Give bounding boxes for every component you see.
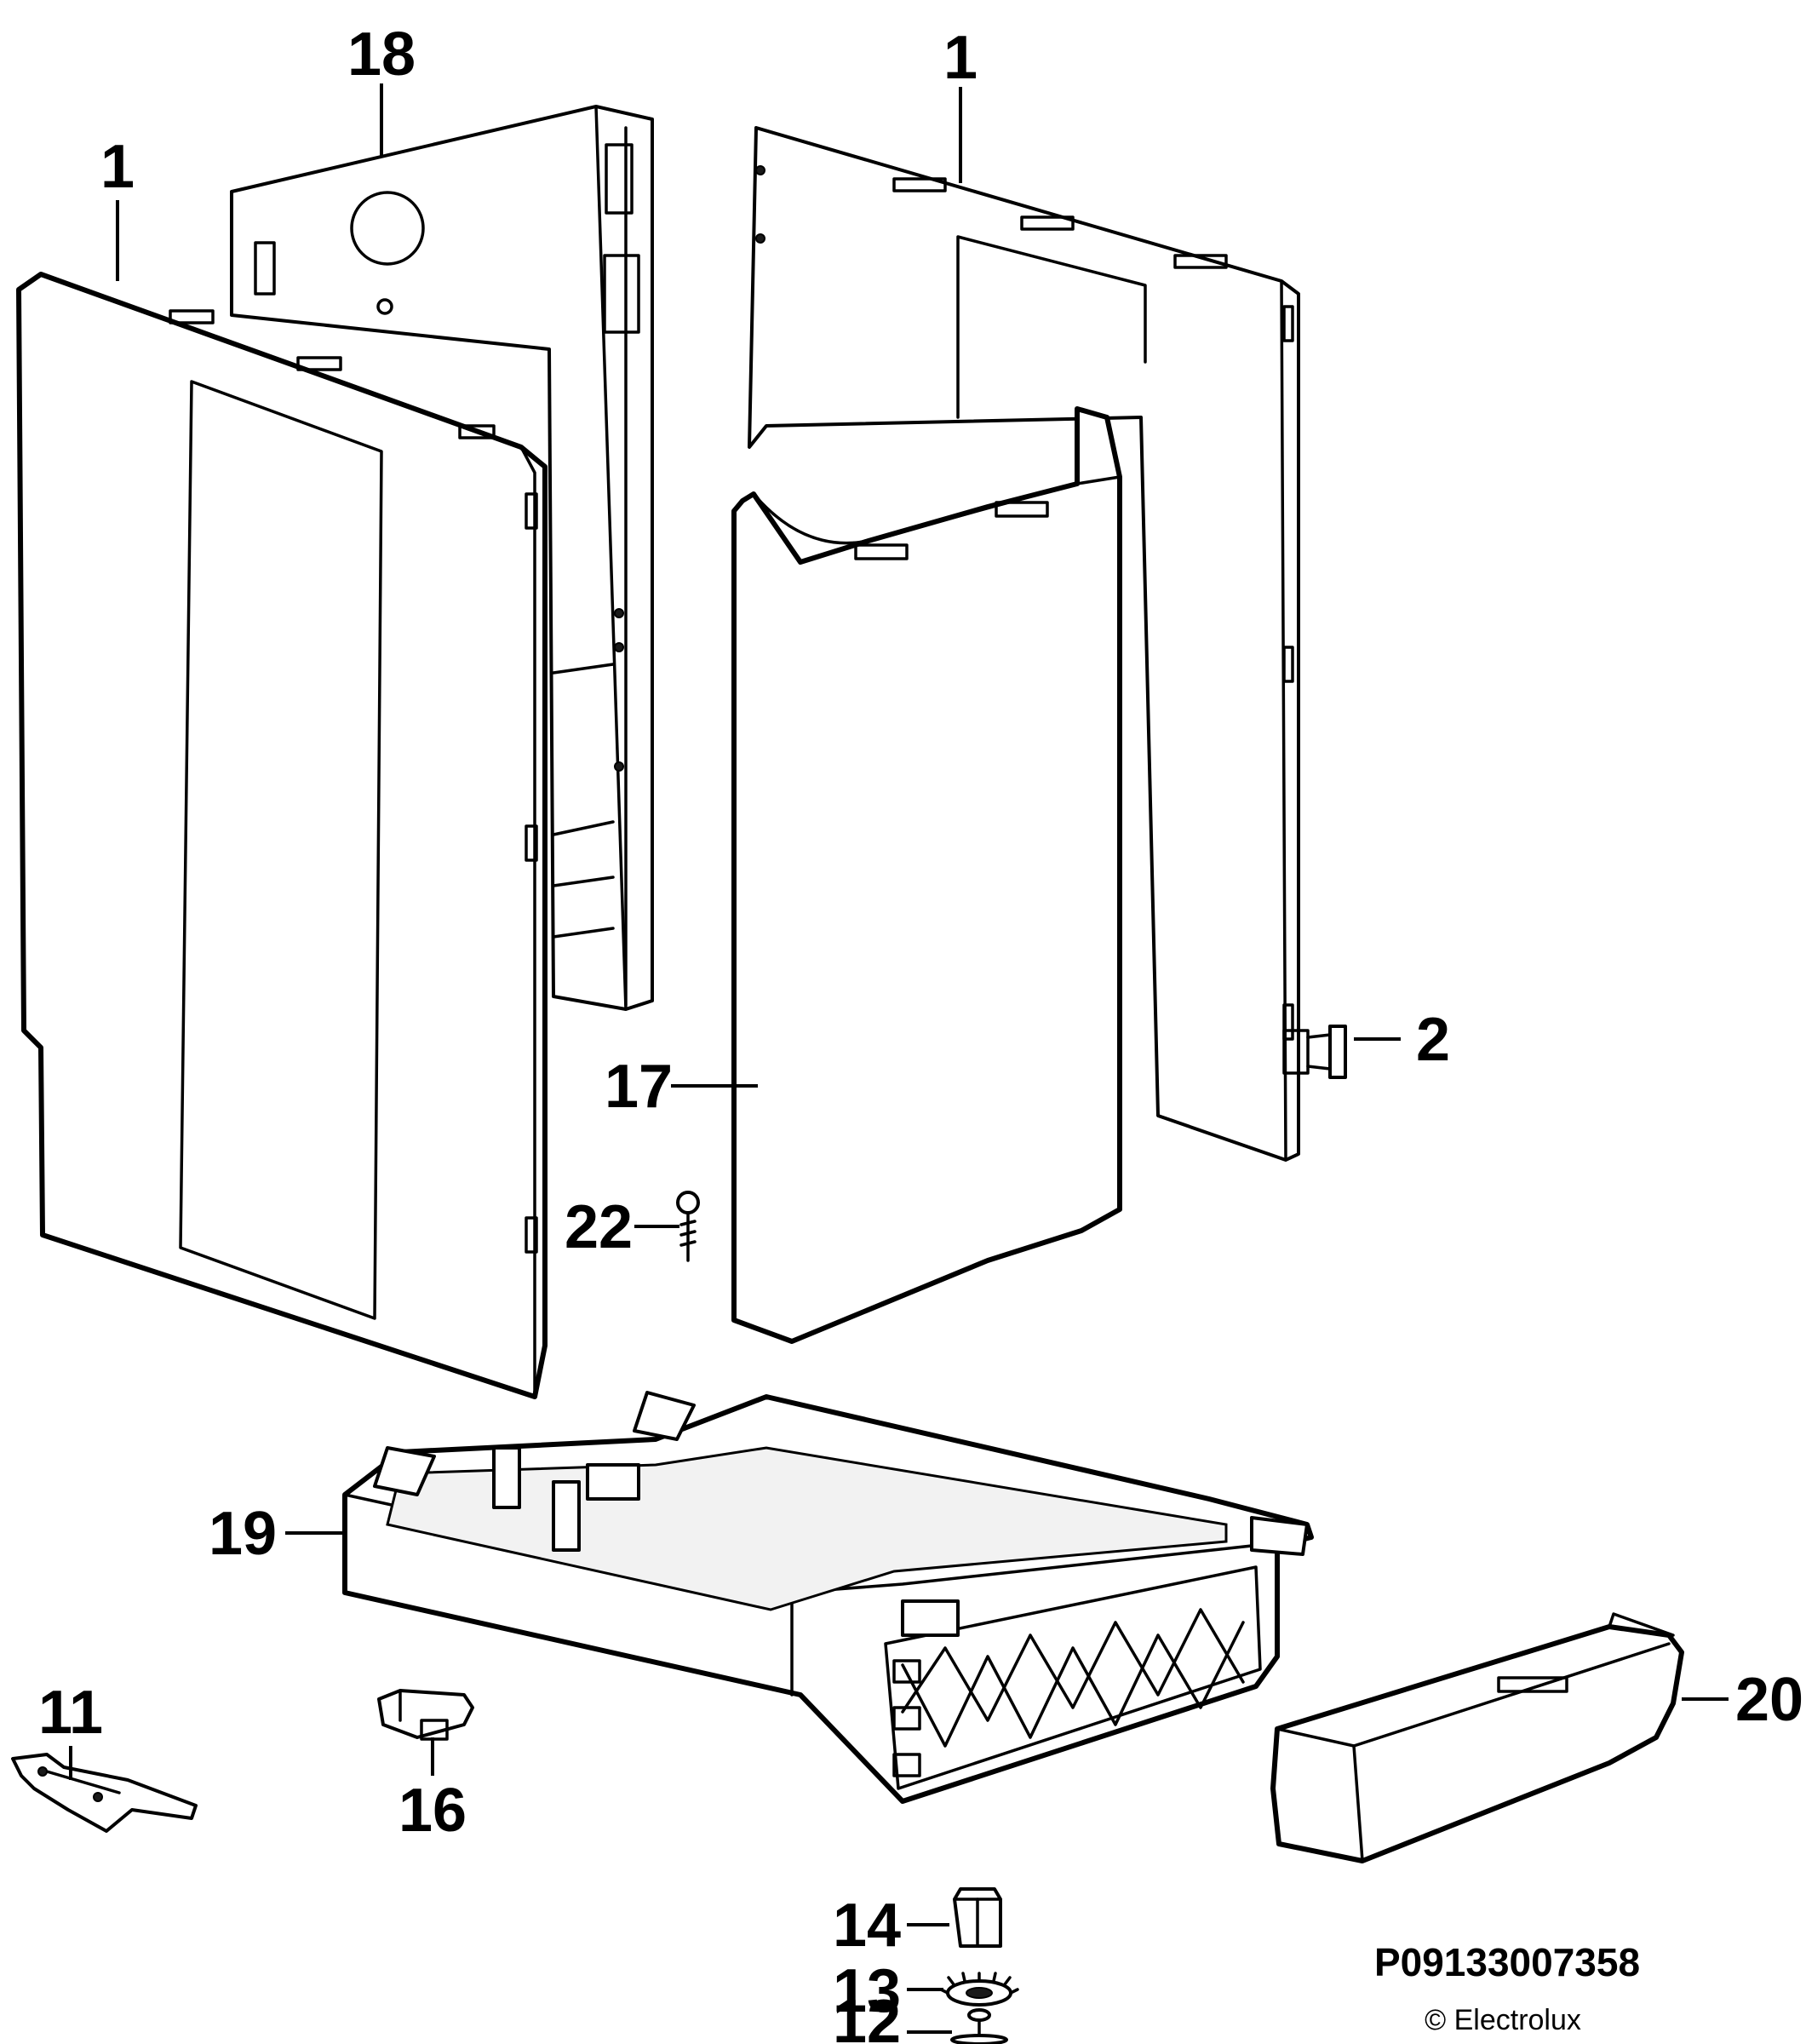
foot-part bbox=[950, 2008, 1008, 2044]
callout-labels: 1 18 1 2 17 22 19 20 11 16 14 13 12 bbox=[38, 20, 1803, 2044]
bracket bbox=[11, 1753, 198, 1833]
callout-nut: 14 bbox=[833, 1892, 901, 1960]
leader-lines bbox=[69, 83, 1729, 2034]
connector bbox=[377, 1689, 474, 1741]
callout-connector: 16 bbox=[398, 1777, 467, 1845]
side-panel-right bbox=[748, 126, 1300, 1162]
callout-screw: 22 bbox=[565, 1193, 633, 1261]
clip-part bbox=[1282, 1025, 1347, 1079]
callout-front-cover: 17 bbox=[605, 1053, 673, 1121]
callout-foot: 12 bbox=[833, 1988, 901, 2044]
front-cover bbox=[731, 406, 1122, 1344]
callout-side-panel-right: 1 bbox=[943, 24, 978, 92]
callout-side-panel-left: 1 bbox=[100, 133, 135, 201]
diagram-reference-code: P09133007358 bbox=[1374, 1940, 1640, 1984]
nut-part bbox=[953, 1887, 1002, 1948]
callout-bracket: 11 bbox=[38, 1679, 103, 1747]
callout-plinth: 20 bbox=[1735, 1666, 1803, 1734]
copyright-notice: © Electrolux bbox=[1425, 2004, 1581, 2036]
screw-part bbox=[676, 1191, 700, 1262]
callout-base-frame: 19 bbox=[209, 1500, 277, 1568]
washer-part bbox=[939, 1972, 1019, 2007]
base-frame bbox=[342, 1391, 1314, 1804]
callout-rear-panel: 18 bbox=[347, 20, 416, 89]
callout-washer: 13 bbox=[833, 1957, 901, 2025]
rear-panel bbox=[230, 105, 654, 1011]
callout-clip: 2 bbox=[1416, 1006, 1450, 1074]
plinth bbox=[1270, 1612, 1684, 1863]
side-panel-left bbox=[16, 272, 548, 1399]
